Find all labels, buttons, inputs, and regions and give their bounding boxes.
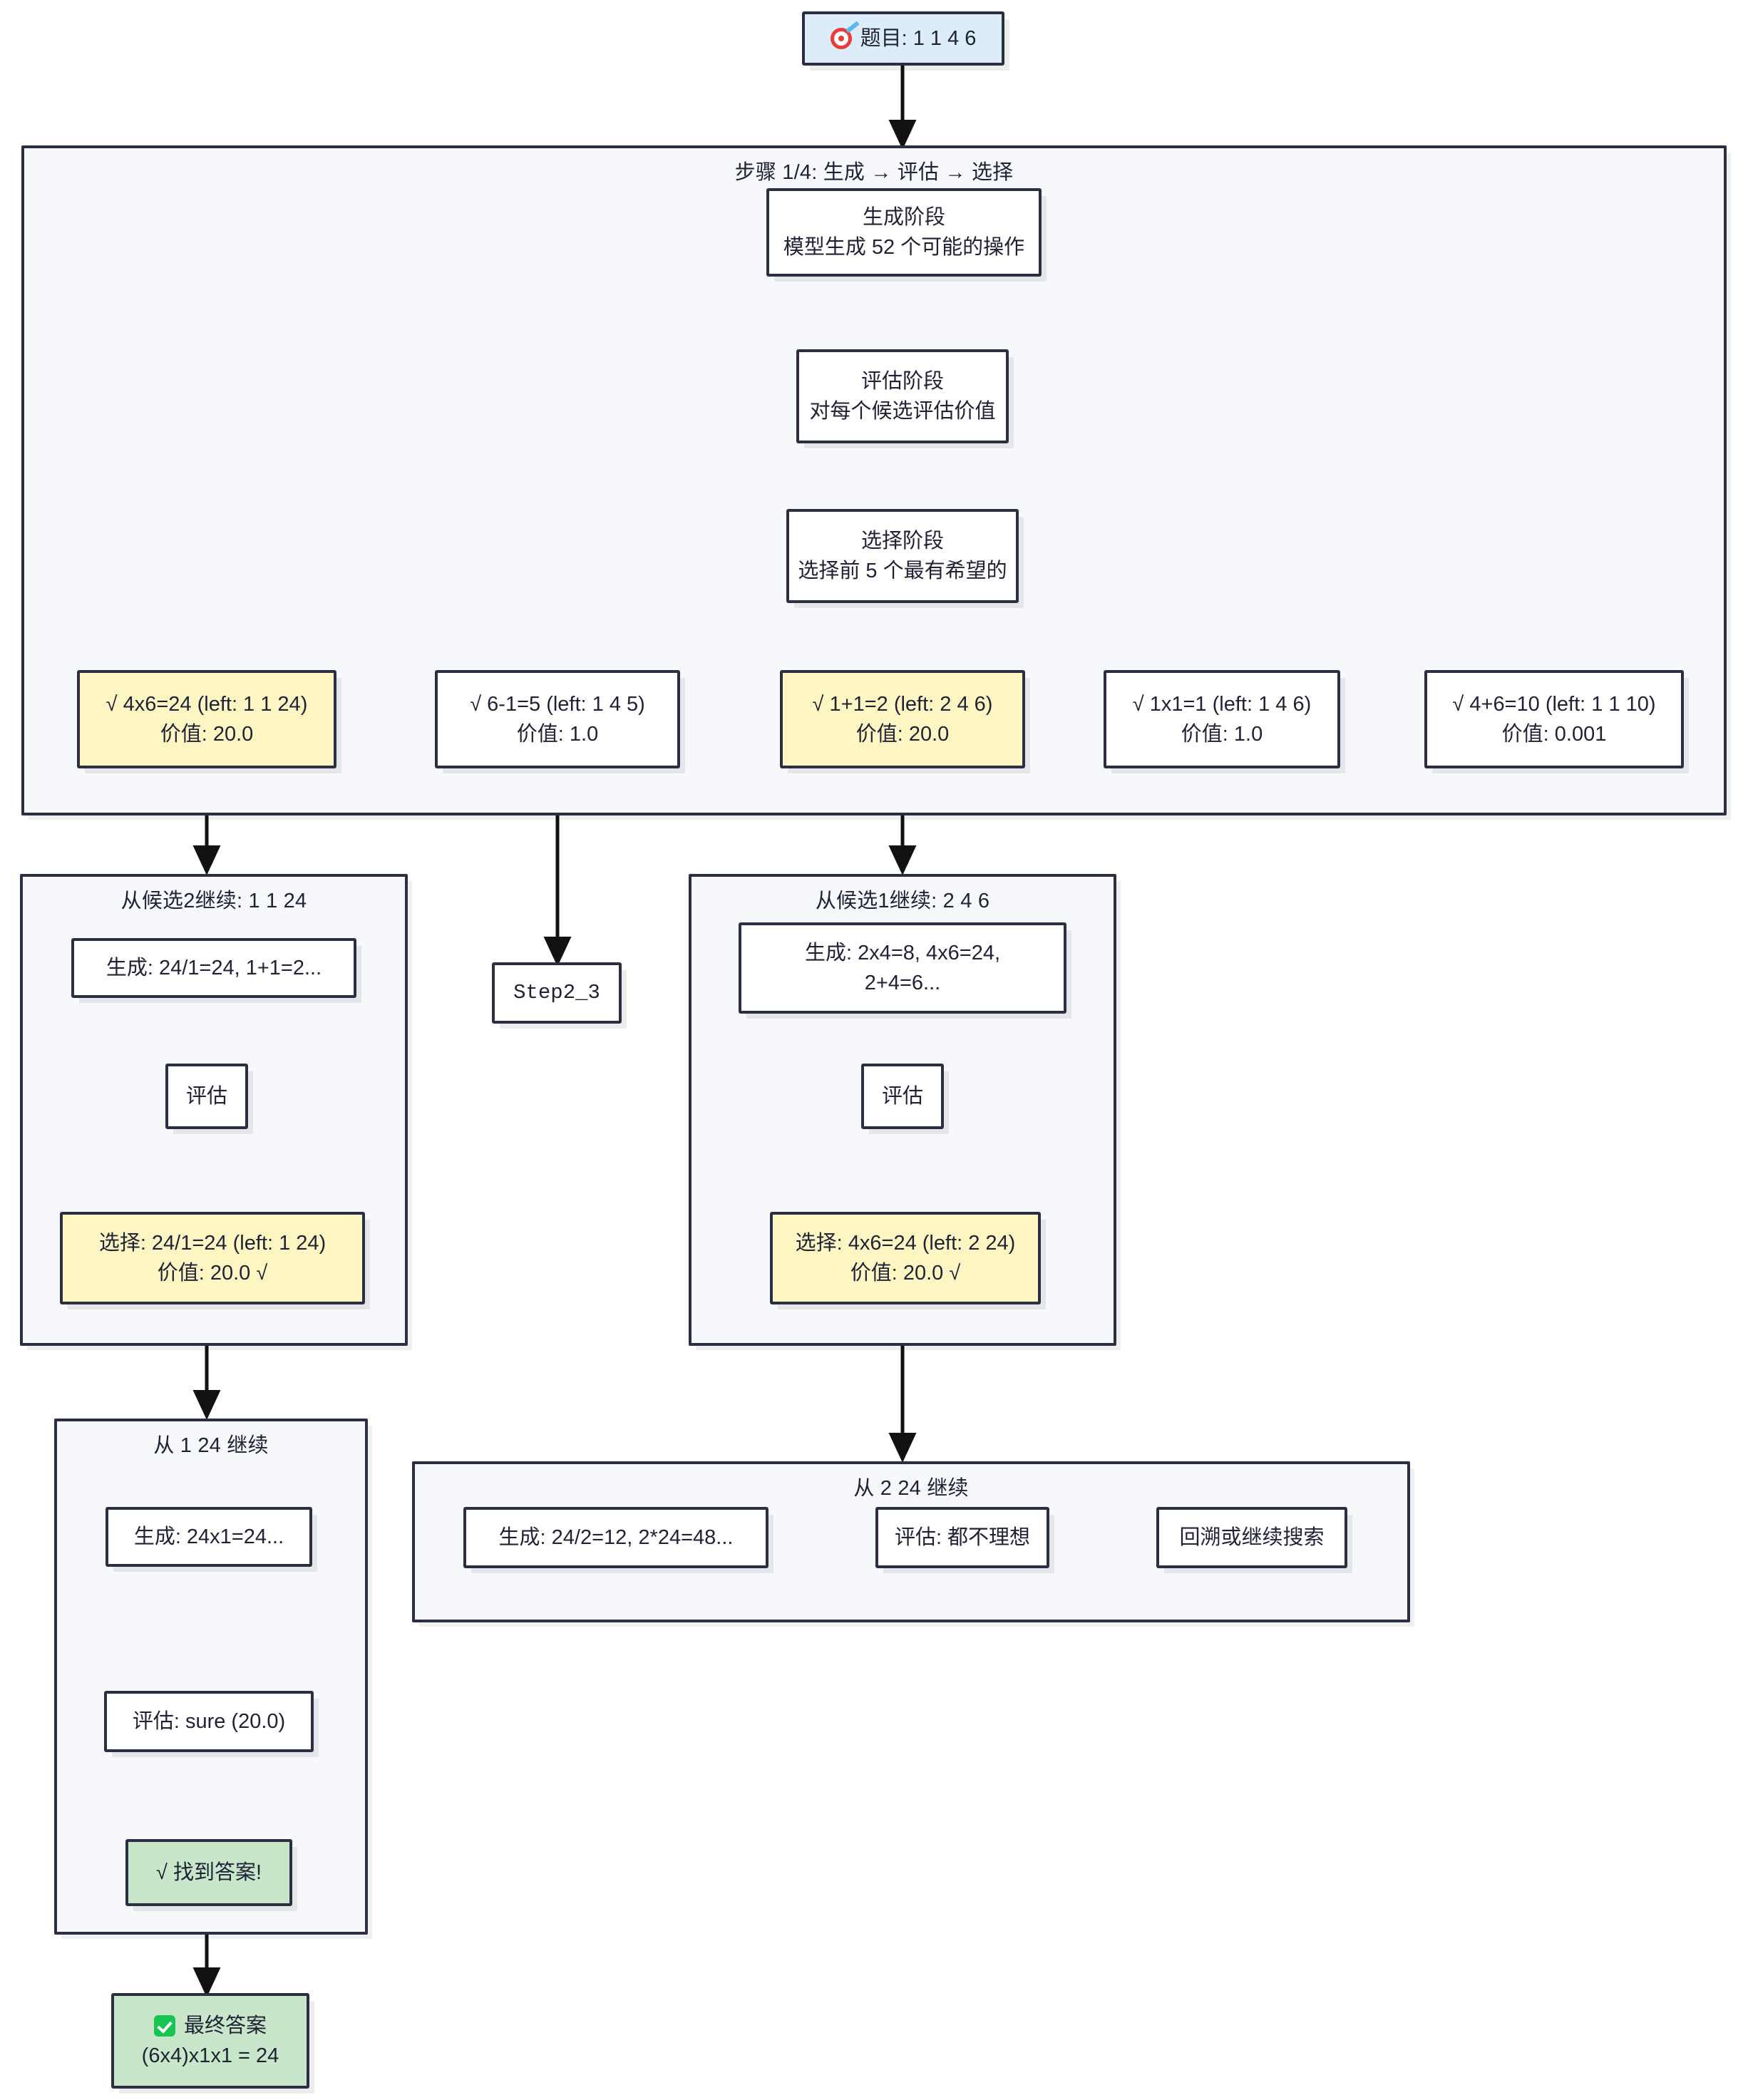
branch-c1-evaluate-node[interactable]: 评估 [861,1064,944,1129]
candidate-5-value: 价值: 0.001 [1501,723,1607,746]
candidate-node-1[interactable]: √ 4x6=24 (left: 1 1 24) 价值: 20.0 [77,670,336,768]
branch-c2-generate-label: 生成: 24/1=24, 1+1=2... [106,956,322,979]
select-phase-node[interactable]: 选择阶段 选择前 5 个最有希望的 [786,509,1019,603]
candidate-node-3[interactable]: √ 1+1=2 (left: 2 4 6) 价值: 20.0 [780,670,1025,768]
generate-phase-node[interactable]: 生成阶段 模型生成 52 个可能的操作 [766,188,1042,277]
final-answer-node[interactable]: 最终答案 (6x4)x1x1 = 24 [111,1993,309,2089]
evaluate-phase-line1: 评估阶段 [860,369,944,393]
generate-phase-line1: 生成阶段 [862,205,945,229]
branch-124-generate-node[interactable]: 生成: 24x1=24... [106,1507,312,1567]
step-group-title: 步骤 1/4: 生成 → 评估 → 选择 [734,161,1014,184]
candidate-3-value: 价值: 20.0 [855,723,950,746]
branch-c1-select-value: 价值: 20.0 √ [850,1262,961,1285]
branch-c1-generate-line1: 生成: 2x4=8, 4x6=24, [804,941,1001,964]
final-answer-label: 最终答案 [183,2014,267,2037]
generate-phase-line2: 模型生成 52 个可能的操作 [783,236,1025,259]
branch-c2-select-value: 价值: 20.0 √ [157,1262,268,1285]
target-icon [830,27,852,49]
branch-c1-generate-node[interactable]: 生成: 2x4=8, 4x6=24, 2+4=6... [739,922,1066,1014]
select-phase-line2: 选择前 5 个最有希望的 [798,560,1007,582]
candidate-5-expr: √ 4+6=10 (left: 1 1 10) [1452,692,1656,716]
evaluate-phase-node[interactable]: 评估阶段 对每个候选评估价值 [796,349,1009,443]
candidate-node-5[interactable]: √ 4+6=10 (left: 1 1 10) 价值: 0.001 [1424,670,1684,768]
branch-124-generate-label: 生成: 24x1=24... [133,1525,284,1548]
candidate-node-4[interactable]: √ 1x1=1 (left: 1 4 6) 价值: 1.0 [1104,670,1340,768]
branch-c1-select-node[interactable]: 选择: 4x6=24 (left: 2 24) 价值: 20.0 √ [770,1212,1041,1304]
branch-c2-evaluate-label: 评估 [185,1084,227,1108]
branch-c2-evaluate-node[interactable]: 评估 [165,1064,248,1129]
candidate-node-2[interactable]: √ 6-1=5 (left: 1 4 5) 价值: 1.0 [435,670,680,768]
candidate-2-value: 价值: 1.0 [516,723,599,746]
final-answer-expression: (6x4)x1x1 = 24 [141,2044,279,2067]
branch-c1-select-expr: 选择: 4x6=24 (left: 2 24) [795,1231,1016,1255]
branch-c2-select-node[interactable]: 选择: 24/1=24 (left: 1 24) 价值: 20.0 √ [60,1212,365,1304]
candidate-3-expr: √ 1+1=2 (left: 2 4 6) [812,692,993,716]
final-answer-heading: 最终答案 [153,2011,267,2041]
branch-224-evaluate-node[interactable]: 评估: 都不理想 [875,1507,1049,1568]
branch-224-title: 从 2 24 继续 [853,1477,969,1500]
branch-224-generate-node[interactable]: 生成: 24/2=12, 2*24=48... [463,1507,768,1568]
problem-label: 题目: 1 1 4 6 [860,26,977,50]
branch-124-evaluate-label: 评估: sure (20.0) [132,1709,286,1733]
branch-c2-select-expr: 选择: 24/1=24 (left: 1 24) [98,1231,327,1255]
candidate-4-expr: √ 1x1=1 (left: 1 4 6) [1132,692,1312,716]
branch-candidate2-title: 从候选2继续: 1 1 24 [120,890,307,912]
branch-224-generate-label: 生成: 24/2=12, 2*24=48... [498,1525,734,1549]
step2-3-label: Step2_3 [513,980,600,1004]
branch-124-title: 从 1 24 继续 [153,1434,269,1457]
select-phase-line1: 选择阶段 [860,529,944,552]
branch-224-backtrack-label: 回溯或继续搜索 [1179,1525,1325,1549]
branch-c2-generate-node[interactable]: 生成: 24/1=24, 1+1=2... [71,938,356,998]
branch-124-evaluate-node[interactable]: 评估: sure (20.0) [104,1691,314,1752]
candidate-1-value: 价值: 20.0 [160,723,254,746]
candidate-4-value: 价值: 1.0 [1181,723,1263,746]
check-icon [153,2014,175,2037]
problem-start-node[interactable]: 题目: 1 1 4 6 [802,11,1004,66]
branch-c1-generate-line2: 2+4=6... [864,972,941,994]
branch-224-backtrack-node[interactable]: 回溯或继续搜索 [1156,1507,1347,1568]
answer-found-label: √ 找到答案! [155,1860,262,1884]
candidate-1-expr: √ 4x6=24 (left: 1 1 24) [106,692,308,716]
branch-224-evaluate-label: 评估: 都不理想 [894,1525,1031,1549]
branch-candidate1-title: 从候选1继续: 2 4 6 [815,890,990,912]
answer-found-node[interactable]: √ 找到答案! [125,1839,292,1906]
evaluate-phase-line2: 对每个候选评估价值 [809,400,996,423]
step2-3-node[interactable]: Step2_3 [492,962,622,1024]
branch-c1-evaluate-label: 评估 [881,1084,923,1108]
candidate-2-expr: √ 6-1=5 (left: 1 4 5) [470,692,645,716]
